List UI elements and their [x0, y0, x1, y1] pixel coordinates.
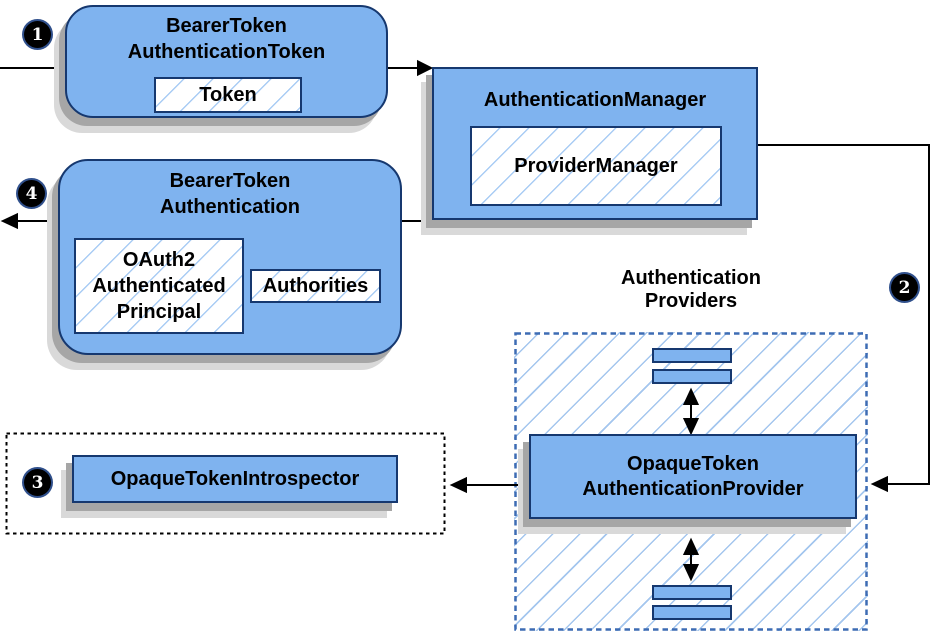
arrowhead-authentication-out [0, 212, 18, 230]
authorities-label: Authorities [262, 275, 369, 297]
arrowhead-provider-bottom-up [682, 537, 700, 555]
bearer-token-authentication-token-title: BearerToken AuthenticationToken [67, 7, 386, 65]
arrowhead-provider-top-up [682, 387, 700, 405]
principal-line: Principal [116, 301, 202, 323]
title-line: BearerToken [166, 15, 287, 37]
authentication-providers-group-label: Authentication Providers [591, 267, 791, 313]
arrowhead-provider-bottom-down [682, 564, 700, 582]
arrowhead-token-to-manager [417, 59, 434, 77]
title-line: BearerToken [169, 170, 291, 192]
authentication-manager-title: AuthenticationManager [434, 69, 756, 113]
title-line: AuthenticationProvider [582, 477, 804, 500]
title-line: OpaqueToken [627, 452, 759, 475]
step-badge-4: 4 [18, 180, 45, 207]
step-number: 3 [31, 472, 44, 493]
provider-placeholder-bar [652, 605, 732, 620]
step-number: 2 [898, 277, 911, 298]
opaque-token-introspector-node: OpaqueTokenIntrospector [72, 455, 398, 503]
arrowhead-manager-to-provider [870, 475, 888, 493]
authentication-manager-node: AuthenticationManager ProviderManager [432, 67, 758, 220]
token-field: Token [154, 77, 302, 113]
token-field-label: Token [199, 84, 257, 106]
authorities-field: Authorities [250, 269, 381, 303]
title-line: Authentication [160, 196, 300, 218]
title-line: AuthenticationManager [483, 89, 707, 111]
opaque-token-introspector-label: OpaqueTokenIntrospector [110, 467, 360, 490]
oauth2-authenticated-principal-label: OAuth2 Authenticated Principal [92, 247, 225, 325]
provider-manager-field: ProviderManager [470, 126, 722, 206]
step-number: 1 [31, 24, 44, 45]
arrowhead-provider-to-introspector [449, 476, 467, 494]
provider-placeholder-bar [652, 348, 732, 363]
step-badge-3: 3 [24, 469, 51, 496]
title-line: AuthenticationToken [127, 41, 326, 63]
provider-placeholder-bar [652, 369, 732, 384]
authentication-providers-group-border [514, 332, 868, 631]
bearer-token-authentication-title: BearerToken Authentication [60, 161, 400, 220]
step-number: 4 [25, 183, 38, 204]
provider-placeholder-bar [652, 585, 732, 600]
principal-line: Authenticated [92, 275, 226, 297]
connector-manager-to-provider [758, 144, 930, 485]
group-label-line: Providers [644, 290, 738, 312]
bearer-token-authentication-node: BearerToken Authentication OAuth2 Authen… [58, 159, 402, 355]
oauth2-authenticated-principal-field: OAuth2 Authenticated Principal [74, 238, 244, 334]
provider-manager-label: ProviderManager [514, 155, 678, 177]
step-badge-1: 1 [24, 21, 51, 48]
opaque-token-authentication-provider-node: OpaqueToken AuthenticationProvider [529, 434, 857, 519]
opaque-token-authentication-provider-title: OpaqueToken AuthenticationProvider [582, 452, 803, 502]
introspector-group-border [5, 432, 446, 535]
bearer-token-authentication-token-node: BearerToken AuthenticationToken Token [65, 5, 388, 118]
arrowhead-provider-top-down [682, 418, 700, 436]
principal-line: OAuth2 [122, 249, 196, 271]
group-label-line: Authentication [621, 267, 761, 289]
step-badge-2: 2 [891, 274, 918, 301]
